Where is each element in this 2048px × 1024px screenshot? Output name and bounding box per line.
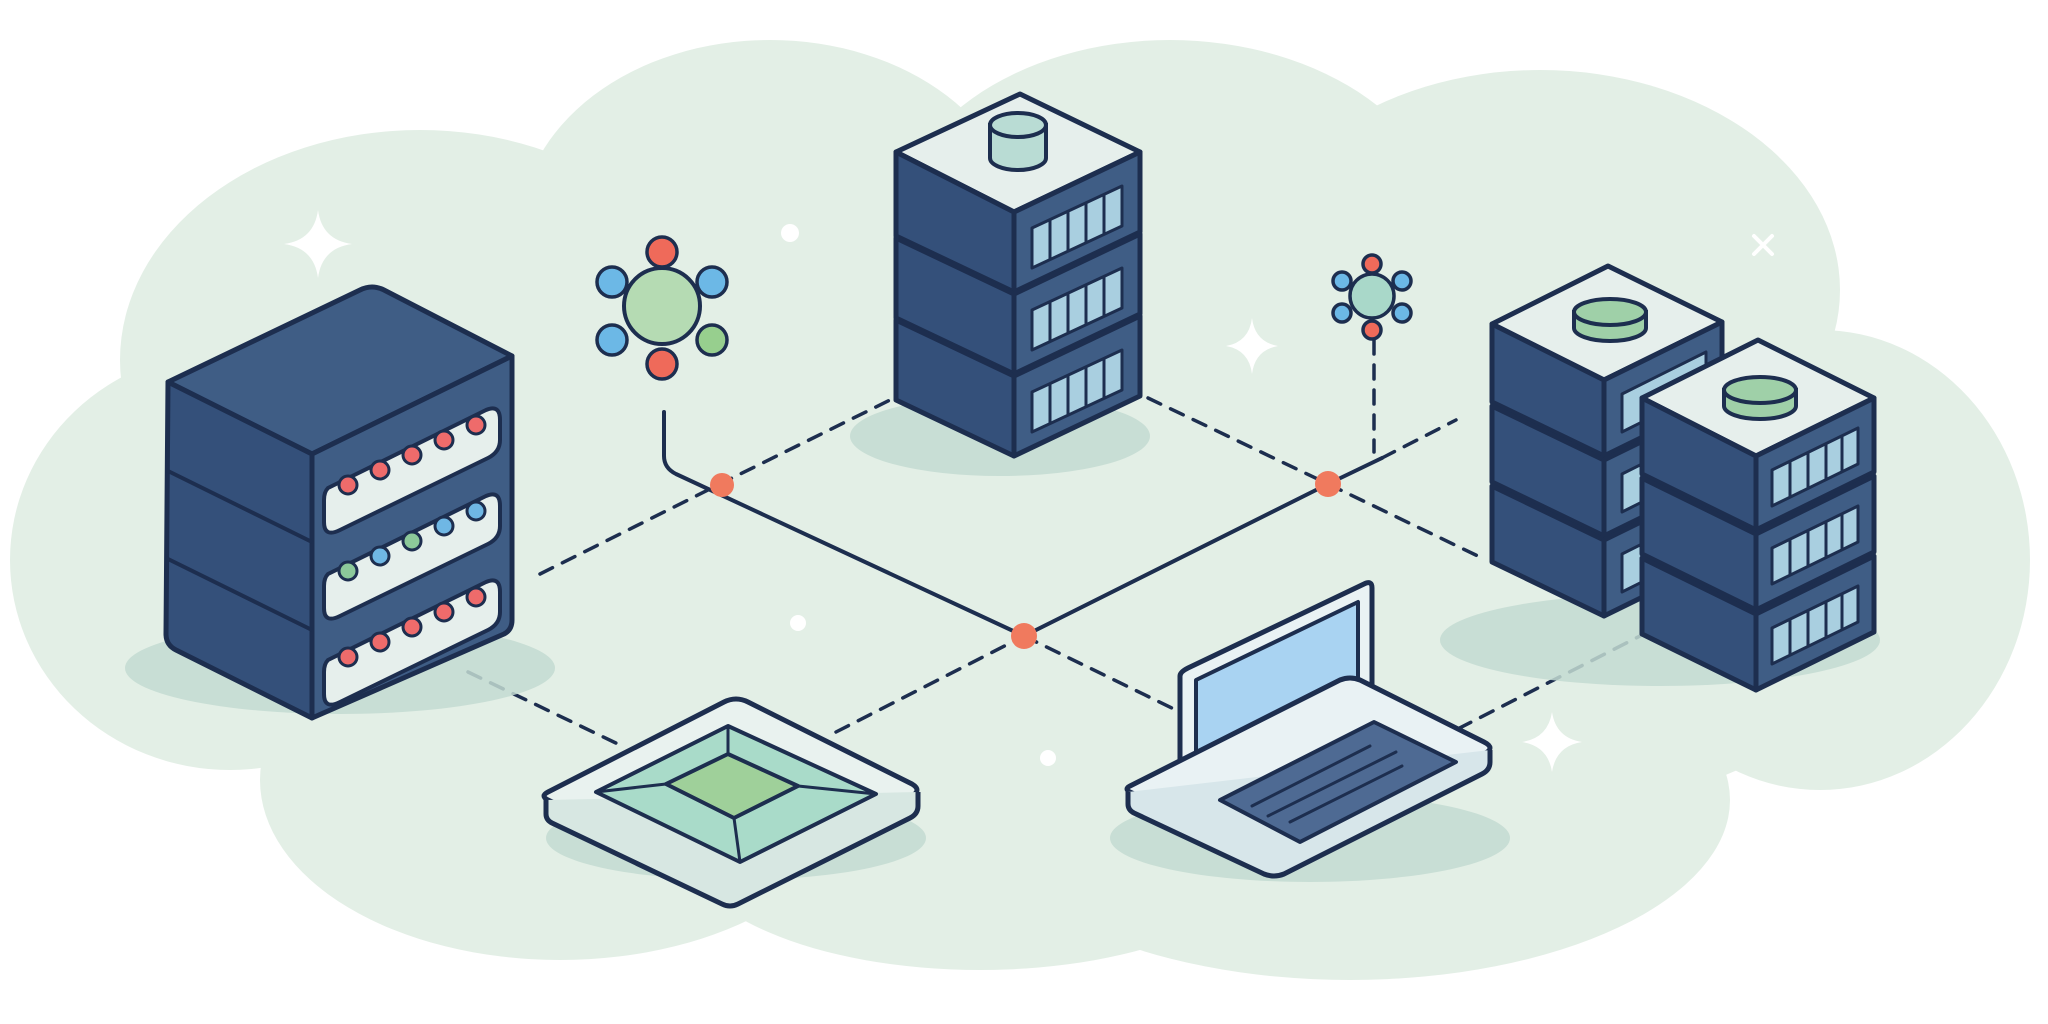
network-hub-icon <box>1331 253 1413 341</box>
dot <box>781 224 799 242</box>
network-hub-icon <box>595 235 729 381</box>
close-cross-icon <box>1752 234 1774 256</box>
sparkles <box>284 210 1774 772</box>
drive-bay <box>322 406 502 535</box>
server-stack-front <box>1639 337 1877 693</box>
junction-node <box>1011 623 1037 649</box>
connections <box>466 338 1642 747</box>
dashed-link <box>1380 418 1458 460</box>
solid-link-hub-left <box>662 410 1026 638</box>
junction-node <box>1315 471 1341 497</box>
drive-bay <box>322 578 502 707</box>
server-tier <box>1639 395 1877 533</box>
server-tier <box>1639 473 1877 613</box>
junction-node <box>710 473 734 497</box>
sparkle-icon <box>284 210 352 278</box>
laptop-icon <box>1110 580 1510 882</box>
disk-icon <box>988 111 1048 172</box>
dual-server-stack-icon <box>1440 263 1880 693</box>
sparkle-icon <box>1226 318 1278 374</box>
dashed-link <box>834 634 1026 734</box>
server-tier <box>1639 553 1877 693</box>
disk-icon <box>1572 297 1648 343</box>
dot <box>1040 750 1056 766</box>
dashed-link <box>1022 634 1182 714</box>
sparkle-icon <box>1522 712 1582 772</box>
disk-icon <box>1722 375 1798 421</box>
dashed-link <box>1434 634 1642 742</box>
dot <box>790 615 806 631</box>
server-tier <box>893 313 1143 459</box>
cpu-chip-icon <box>541 696 926 909</box>
drive-bay <box>322 492 502 621</box>
rack-server-icon <box>125 284 555 721</box>
database-server-stack-icon <box>850 91 1150 476</box>
